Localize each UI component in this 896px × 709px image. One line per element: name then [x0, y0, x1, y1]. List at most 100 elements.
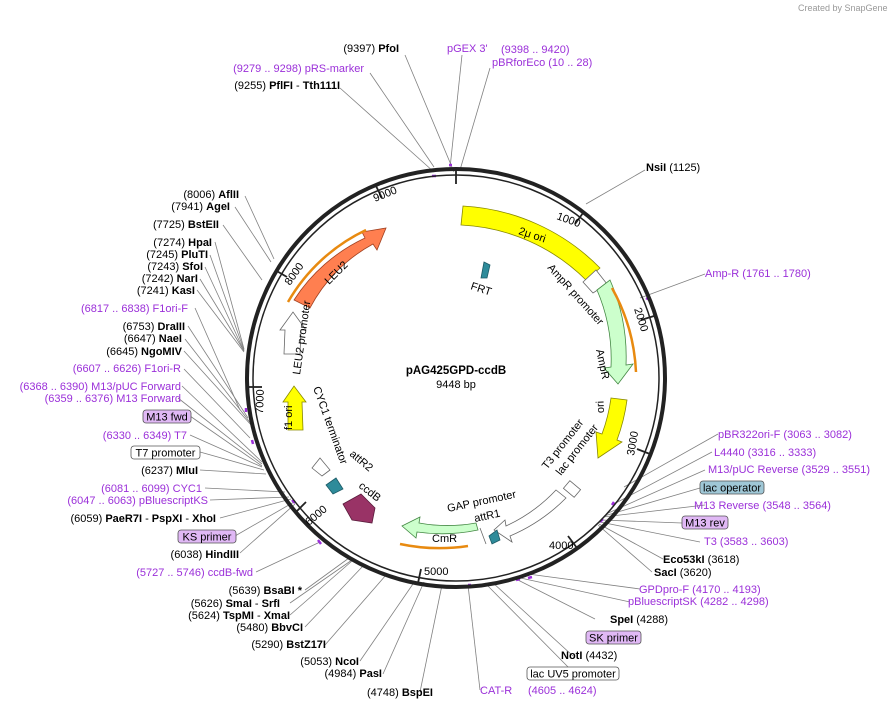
site-label-noti: NotI (4432) — [561, 650, 617, 662]
site-label-kasi: (7241) KasI — [137, 285, 195, 297]
feature-label-attr1: attR1 — [473, 508, 501, 525]
cmr-primer-arc — [399, 542, 469, 550]
cyc1-terminator-feature — [311, 457, 331, 477]
t7prom-box: T7 promoter — [130, 445, 201, 460]
sk-box: SK primer — [585, 630, 642, 645]
svg-text:lac operator: lac operator — [703, 483, 761, 495]
site-label-agei: (7941) AgeI — [171, 201, 230, 213]
svg-text:KS primer: KS primer — [183, 532, 232, 544]
site-label-spei: SpeI (4288) — [610, 614, 668, 626]
site-label-nari: (7242) NarI — [142, 273, 198, 285]
feature-label-cyc1-terminator: CYC1 terminator — [310, 385, 349, 466]
feature-label-attr2: attR2 — [347, 448, 375, 474]
feature-label-f1-ori: f1 ori — [283, 406, 295, 430]
f1-ori-feature — [282, 385, 307, 431]
site-label-pbrforeco: pBRforEco (10 .. 28) — [492, 57, 592, 69]
site-label-ngomiv: (6645) NgoMIV — [106, 346, 182, 358]
plasmid-size: 9448 bp — [436, 379, 476, 391]
site-label-pluti: (7245) PluTI — [146, 249, 208, 261]
site-label-smai: (5626) SmaI - SrfI — [191, 598, 280, 610]
cmr-feature — [401, 516, 479, 539]
feature-label-ampr: AmpR — [593, 348, 611, 380]
site-label-draiii: (6753) DraIII — [123, 321, 185, 333]
svg-text:lac UV5 promoter: lac UV5 promoter — [530, 669, 616, 681]
site-label-cyc1: (6081 .. 6099) CYC1 — [101, 483, 202, 495]
site-label-prsmarker: (9279 .. 9298) pRS-marker — [233, 63, 364, 75]
site-labels: (9397) PfoI pGEX 3' (9398 .. 9420) (9279 ..… — [20, 43, 870, 699]
site-label-ccdbfwd: (5727 .. 5746) ccdB-fwd — [136, 567, 253, 579]
site-label-pbluescriptks: (6047 .. 6063) pBluescriptKS — [67, 495, 208, 507]
site-label-pasi: (4984) PasI — [325, 668, 383, 680]
tick-label-5000: 5000 — [424, 566, 448, 578]
feature-label-ori: ori — [595, 401, 607, 414]
ampr-primer-arc — [610, 287, 638, 373]
svg-text:SK primer: SK primer — [589, 633, 638, 645]
site-label-paer7i: (6059) PaeR7I - PspXI - XhoI — [70, 513, 216, 525]
ccdb-feature — [342, 493, 376, 524]
site-label-pgex3-range: (9398 .. 9420) — [501, 44, 570, 56]
plasmid-name: pAG425GPD-ccdB — [406, 365, 506, 377]
gap-promoter-feature — [493, 489, 567, 543]
site-label-hpai: (7274) HpaI — [153, 237, 212, 249]
svg-text:T7 promoter: T7 promoter — [136, 448, 196, 460]
scale-ticks — [248, 170, 655, 584]
frt-feature — [480, 261, 491, 279]
site-label-m13rev-primer: M13 Reverse (3548 .. 3564) — [694, 500, 831, 512]
leu2-promoter-feature — [279, 311, 307, 355]
site-label-pgex3: pGEX 3' — [447, 43, 488, 55]
svg-text:M13 rev: M13 rev — [685, 518, 725, 530]
tick-label-8000: 8000 — [283, 261, 307, 288]
site-label-gpdpro: GPDpro-F (4170 .. 4193) — [639, 584, 761, 596]
ksprimer-box: KS primer — [177, 529, 237, 544]
boxed-labels: M13 fwd T7 promoter KS primer SK primer lac … — [130, 409, 765, 681]
site-label-pbr322: pBR322ori-F (3063 .. 3082) — [718, 429, 852, 441]
tick-label-7000: 7000 — [254, 389, 267, 414]
site-label-aflii: (8006) AflII — [183, 189, 239, 201]
svg-text:M13 fwd: M13 fwd — [146, 412, 188, 424]
site-label-ncoi: (5053) NcoI — [300, 656, 359, 668]
feature-label-cmr: CmR — [432, 533, 457, 545]
site-label-f1orif: (6817 .. 6838) F1ori-F — [81, 303, 188, 315]
site-label-eco53ki: Eco53kI (3618) — [663, 554, 739, 566]
feature-arrows — [244, 163, 651, 587]
ori-feature — [595, 397, 628, 459]
leu2-feature — [293, 227, 387, 309]
site-label-pflfi: (9255) PflFI - Tth111I — [234, 80, 340, 92]
site-label-m13puc-rev: M13/pUC Reverse (3529 .. 3551) — [708, 464, 870, 476]
site-label-bbvci: (5480) BbvCI — [236, 622, 303, 634]
site-label-naei: (6647) NaeI — [124, 333, 182, 345]
site-label-sfoi: (7243) SfoI — [147, 261, 203, 273]
label-leader-lines — [177, 54, 719, 693]
plasmid-backbone — [245, 167, 667, 589]
site-label-l4440: L4440 (3316 .. 3333) — [714, 447, 816, 459]
lacop-box: lac operator — [699, 480, 765, 495]
snapgene-watermark: Created by SnapGene — [798, 3, 888, 13]
site-label-pfoi: (9397) PfoI — [343, 43, 399, 55]
site-label-hindiii: (6038) HindIII — [171, 549, 239, 561]
site-label-bsteii: (7725) BstEII — [153, 219, 219, 231]
tick-label-4000: 4000 — [549, 540, 573, 552]
feature-label-frt: FRT — [469, 280, 493, 298]
site-label-saci: SacI (3620) — [654, 567, 712, 579]
site-label-bspei: (4748) BspEI — [367, 687, 433, 699]
site-label-catr-range: (4605 .. 4624) — [528, 685, 597, 697]
site-label-t3: T3 (3583 .. 3603) — [704, 536, 788, 548]
site-label-pbluescriptsk: pBluescriptSK (4282 .. 4298) — [628, 596, 769, 608]
site-label-bsabi: (5639) BsaBI * — [229, 585, 303, 597]
tick-label-9000: 9000 — [372, 184, 399, 204]
m13fwd-box: M13 fwd — [142, 409, 192, 424]
lac-region-marks — [562, 480, 582, 498]
attr2-feature — [325, 477, 344, 495]
lacuv5-box: lac UV5 promoter — [526, 666, 620, 681]
m13rev-box: M13 rev — [681, 515, 729, 530]
site-label-tspmi: (5624) TspMI - XmaI — [188, 610, 290, 622]
tick-label-3000: 3000 — [625, 430, 641, 456]
site-label-ampr-primer: Amp-R (1761 .. 1780) — [705, 268, 811, 280]
leu2-primer-arc — [286, 228, 367, 303]
site-label-catr: CAT-R — [480, 685, 512, 697]
site-label-m13-fwd-primer: (6359 .. 6376) M13 Forward — [45, 393, 181, 405]
site-label-t7: (6330 .. 6349) T7 — [103, 430, 187, 442]
attr1-hatch — [479, 527, 487, 545]
site-label-f1orir: (6607 .. 6626) F1ori-R — [73, 363, 181, 375]
